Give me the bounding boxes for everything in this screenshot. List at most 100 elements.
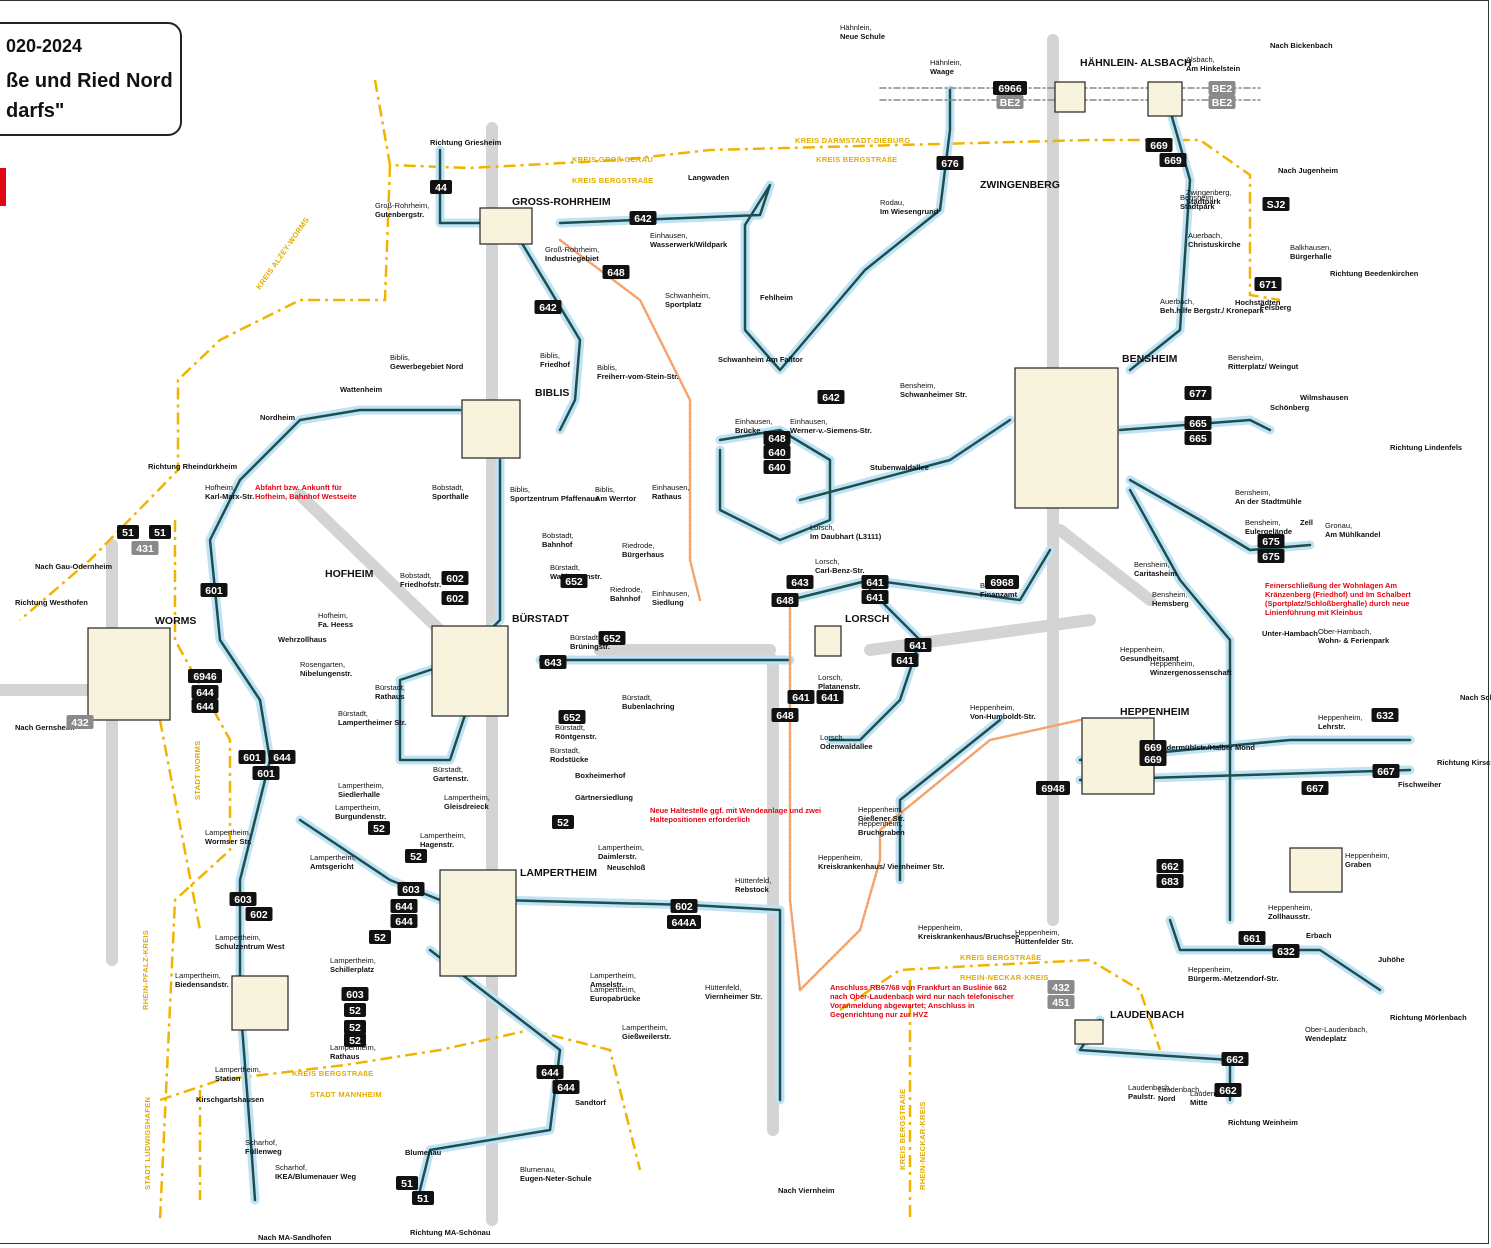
stop-label: Bürstadt,Lampertheimer Str.: [338, 709, 406, 727]
stop-label: Blumenau: [405, 1148, 442, 1157]
line-badge: 644: [390, 899, 418, 913]
hub-area-buerstadt: [431, 625, 509, 717]
hub-area-gross-rohrheim: [479, 207, 533, 245]
note-wendeanlage: Neue Haltestelle ggf. mit Wendeanlage un…: [650, 806, 823, 824]
hub-area-lampertheim: [439, 869, 517, 977]
stop-label: Nach Bickenbach: [1270, 41, 1333, 50]
line-badge: 644: [536, 1065, 564, 1079]
hub-area-graben: [1289, 847, 1343, 893]
line-badge: 644A: [667, 915, 701, 929]
line-badges: 44642648676669669SJ267167766566567567564…: [66, 81, 1400, 1205]
stop-label: Bürstadt,Rodstücke: [550, 746, 588, 764]
line-badge: 603: [229, 892, 257, 906]
hub-label-lorsch: LORSCH: [845, 613, 889, 625]
stop-label: Wehrzollhaus: [278, 635, 327, 644]
stop-label: Heppenheim,Bruchgraben: [858, 819, 905, 837]
stop-label: Hofheim,Karl-Marx-Str.: [205, 483, 254, 501]
hub-area-lorsch: [814, 625, 842, 657]
stop-label: Einhausen,Siedlung: [652, 589, 690, 607]
stop-label: Auerbach,Beh.hilfe Bergstr./ Kronepark: [1160, 297, 1265, 315]
line-badge-label: 51: [401, 1178, 413, 1190]
line-badge: 6968: [985, 575, 1019, 589]
stop-label: Hüttenfeld,Rebstock: [735, 876, 771, 894]
annotations: Abfahrt bzw. Ankunft für Hofheim, Bahnho…: [255, 483, 1411, 1019]
stop-label: Riedrode,Bahnhof: [610, 585, 643, 603]
region-rhein-neckar-kreis-s: RHEIN-NECKAR-KREIS: [918, 1101, 927, 1190]
line-badge-label: 671: [1259, 279, 1277, 291]
region-kreis-bergstrasse-s: KREIS BERGSTRAßE: [898, 1089, 907, 1170]
stop-label: Richtung Lindenfels: [1390, 443, 1462, 452]
line-badge-label: 52: [557, 817, 569, 829]
line-badge-label: 641: [821, 692, 839, 704]
stop-label: Bürstadt,Röntgenstr.: [555, 723, 597, 741]
line-badge: 644: [552, 1080, 580, 1094]
stop-label: Sandtorf: [575, 1098, 606, 1107]
stop-label: Lampertheim,Hagenstr.: [420, 831, 466, 849]
line-badge: 52: [344, 1033, 366, 1047]
line-badge: 632: [1371, 708, 1399, 722]
line-badge-label: 52: [349, 1035, 361, 1047]
line-badge: 641: [861, 575, 889, 589]
stop-label: Neuschloß: [607, 863, 646, 872]
stop-label: Fischweiher: [1398, 780, 1441, 789]
stop-label: Bensheim,Ritterplatz/ Weingut: [1228, 353, 1299, 371]
line-badge-label: 641: [792, 692, 810, 704]
title-line-1: 020-2024: [6, 36, 83, 56]
line-badge: 671: [1254, 277, 1282, 291]
stop-label: Fehlheim: [760, 293, 793, 302]
stop-label: Richtung Rheindürkheim: [148, 462, 238, 471]
line-badge: 6946: [188, 669, 222, 683]
line-badge: 652: [598, 631, 626, 645]
region-kreis-alzey-worms: KREIS ALZEY-WORMS: [254, 215, 311, 291]
line-badge-label: SJ2: [1267, 199, 1286, 211]
stop-label: Nach Schannenbach: [1460, 693, 1491, 702]
red-accent-bar: [0, 168, 6, 206]
stop-label: Einhausen,Brücke: [735, 417, 773, 435]
hub-areas: [87, 81, 1343, 1045]
line-badge: 44: [430, 180, 452, 194]
stop-label: Wattenheim: [340, 385, 383, 394]
line-badge: 662: [1221, 1052, 1249, 1066]
stop-label: Riedrode,Bürgerhaus: [622, 541, 664, 559]
stop-label: Boxheimerhof: [575, 771, 626, 780]
line-badge-label: 642: [822, 392, 840, 404]
line-badge-label: 644: [557, 1082, 575, 1094]
stop-label: Heppenheim,Bürgerm.-Metzendorf-Str.: [1188, 965, 1278, 983]
stop-label: Lampertheim,Amtsgericht: [310, 853, 356, 871]
line-badge: 644: [268, 750, 296, 764]
title-box: 020-2024 ße und Ried Nord darfs": [0, 22, 182, 136]
region-kreis-bergstrasse-sw: KREIS BERGSTRAßE: [292, 1069, 373, 1078]
hub-label-gross-rohrheim: GROSS-ROHRHEIM: [512, 196, 611, 208]
stop-label: Schwanheim,Sportplatz: [665, 291, 710, 309]
line-badge-label: 644A: [671, 917, 697, 929]
stop-label: Lampertheim,Siedlerhalle: [338, 781, 384, 799]
stop-label: Einhausen,Wasserwerk/Wildpark: [650, 231, 728, 249]
line-badge: 632: [1272, 944, 1300, 958]
stop-label: Einhausen,Rathaus: [652, 483, 690, 501]
rail-corridors: [0, 34, 1156, 1226]
line-badge-label: BE2: [1000, 97, 1021, 109]
stop-label: Bürstadt,Bubenlachring: [622, 693, 675, 711]
stop-label: Lampertheim,Daimlerstr.: [598, 843, 644, 861]
line-badge: 641: [861, 590, 889, 604]
hub-label-bensheim: BENSHEIM: [1122, 353, 1178, 365]
line-badge-label: 52: [349, 1022, 361, 1034]
line-badge: 52: [405, 849, 427, 863]
line-badge: BE2: [1208, 81, 1236, 95]
stop-label: Bensheim,An der Stadtmühle: [1235, 488, 1302, 506]
bus-network: [205, 85, 1415, 1205]
line-badge: 683: [1156, 874, 1184, 888]
line-badge-label: 665: [1189, 433, 1207, 445]
region-kreis-gross-gerau: KREIS GROß-GERAU: [572, 155, 653, 164]
line-badge-label: 640: [768, 462, 786, 474]
stop-label: Ober-Laudenbach,Wendeplatz: [1305, 1025, 1368, 1043]
stop-label: Richtung Weinheim: [1228, 1118, 1298, 1127]
stop-label: Heppenheim,Kreiskrankenhaus/ Viernheimer…: [818, 853, 945, 871]
line-badge-label: 603: [402, 884, 420, 896]
line-badge: 432: [66, 715, 94, 729]
line-badge: 602: [245, 907, 273, 921]
line-badge-label: 51: [122, 527, 134, 539]
line-badge: 642: [817, 390, 845, 404]
line-badge-label: 644: [273, 752, 291, 764]
